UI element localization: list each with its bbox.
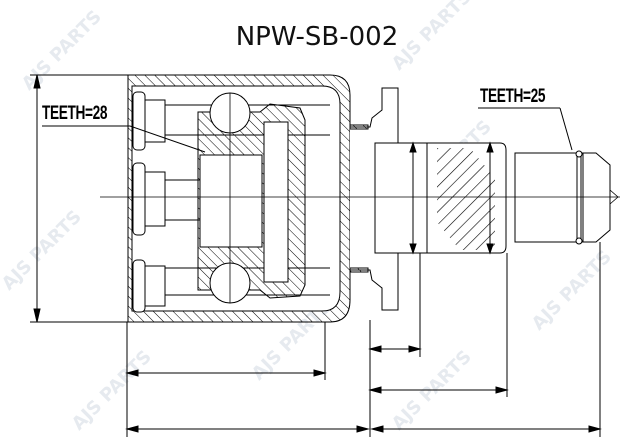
stub-shaft bbox=[374, 141, 611, 255]
part-number-title: NPW-SB-002 bbox=[235, 22, 399, 52]
height-dimension bbox=[30, 74, 130, 323]
inner-race bbox=[197, 103, 306, 299]
length-dimensions bbox=[125, 242, 602, 437]
teeth-28-label: TEETH=28 bbox=[42, 103, 108, 124]
teeth-25-label: TEETH=25 bbox=[480, 86, 546, 107]
balls bbox=[209, 92, 251, 304]
